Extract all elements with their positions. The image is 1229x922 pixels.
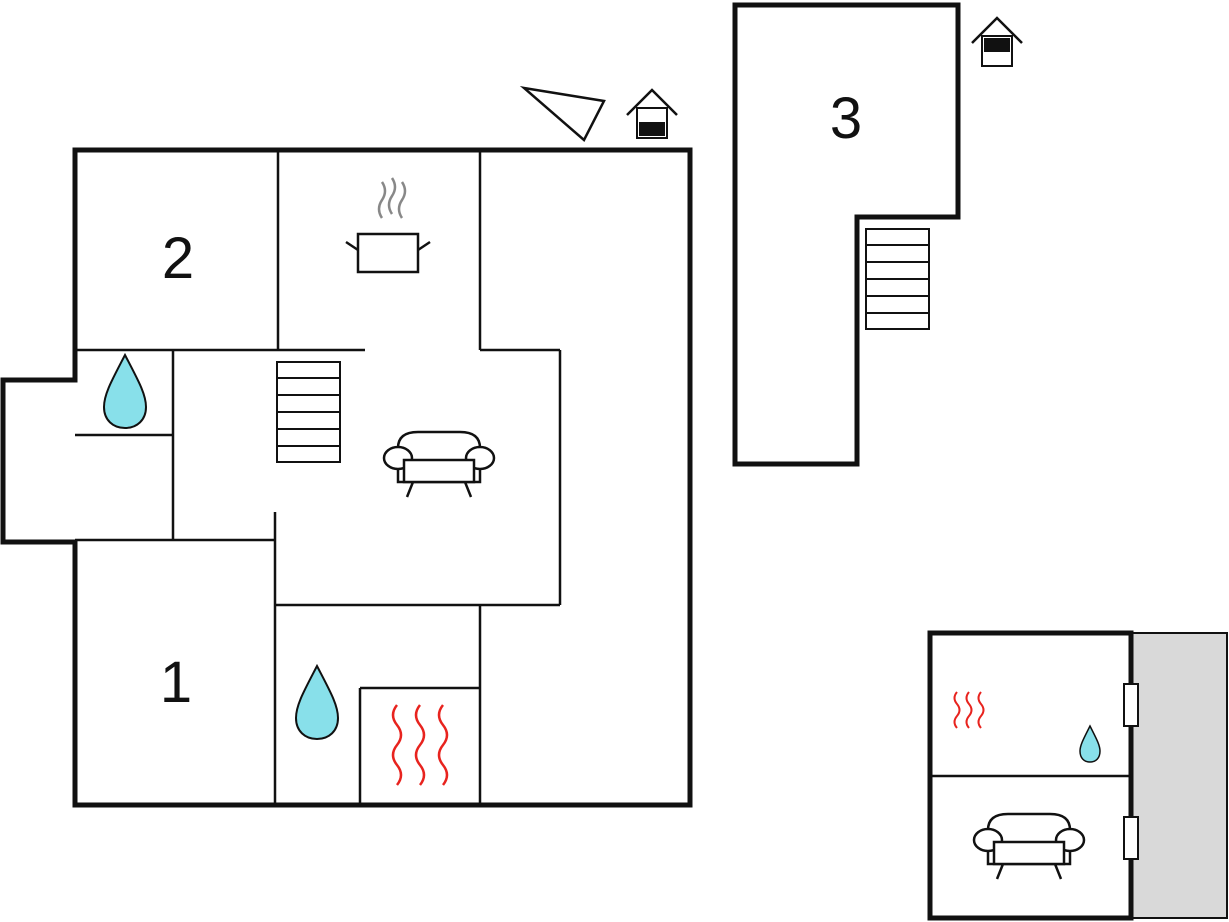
annex <box>927 630 1228 921</box>
cooking-pot-icon <box>345 177 431 274</box>
water-drop-icon <box>102 352 148 430</box>
sauna-heat-icon <box>391 704 449 786</box>
main-outer-wall <box>72 147 693 808</box>
stairs-icon <box>865 228 930 330</box>
door-icon <box>1123 683 1139 727</box>
main-house: 2 1 <box>0 147 693 808</box>
entrance-house-icon <box>971 16 1023 67</box>
water-drop-icon <box>294 663 340 741</box>
stairs-icon <box>276 361 341 463</box>
compass-north-arrow-icon <box>519 86 606 142</box>
entrance-house-icon <box>626 88 678 139</box>
upper-floor-wall <box>732 2 961 467</box>
upper-floor: 3 <box>732 2 961 467</box>
room-label-2: 2 <box>162 226 194 291</box>
porch-wall <box>0 377 78 545</box>
room-label-1: 1 <box>160 650 192 715</box>
sofa-icon <box>972 812 1086 880</box>
sofa-icon <box>382 430 496 498</box>
sauna-heat-icon <box>953 691 985 729</box>
room-label-3: 3 <box>830 86 862 151</box>
door-icon <box>1123 816 1139 860</box>
annex-terrace <box>1130 632 1228 919</box>
water-drop-icon <box>1079 724 1101 763</box>
